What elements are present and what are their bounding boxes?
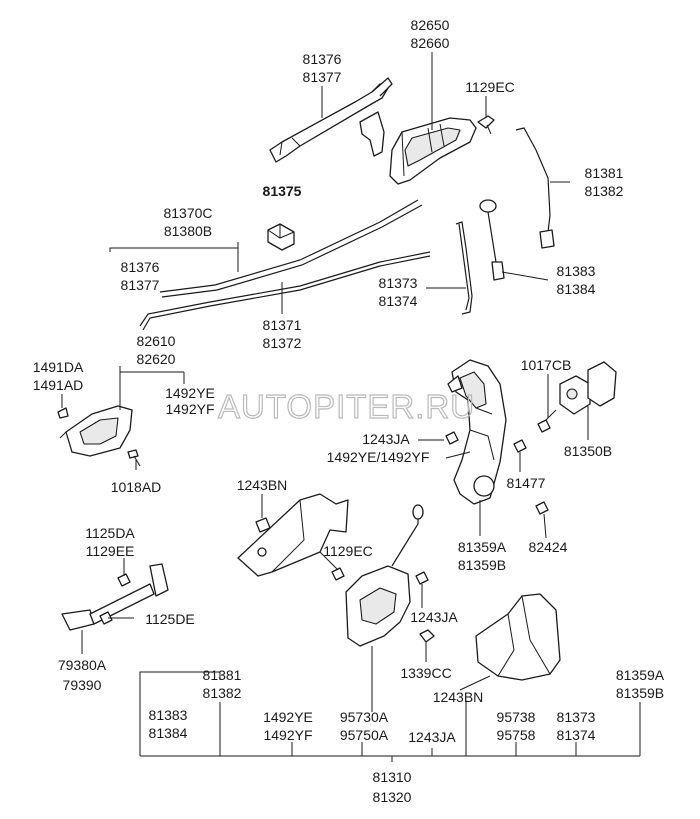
outside-door-handle-part (389, 117, 477, 185)
inside-door-handle-part (59, 405, 133, 457)
label-95750a: 95750A (340, 727, 389, 743)
label-81359b-bottom: 81359B (616, 685, 664, 701)
label-1492ye-1492yf: 1492YE/1492YF (327, 449, 430, 465)
label-81373-mid: 81373 (379, 275, 418, 291)
screw-1243ja-lower-part (415, 571, 429, 585)
label-81375: 81375 (263, 183, 302, 199)
screw-1129ec-top-part (477, 115, 495, 135)
label-1018ad: 1018AD (111, 479, 162, 495)
label-1243ja-bottom: 1243JA (408, 729, 456, 745)
label-95758: 95758 (497, 727, 536, 743)
label-81376-mid: 81376 (121, 259, 160, 275)
label-1339cc: 1339CC (400, 665, 451, 681)
striker-81350b-part (559, 361, 617, 415)
rod-81383-part (479, 199, 505, 281)
label-81374-mid: 81374 (379, 293, 418, 309)
label-81377-mid: 81377 (121, 277, 160, 293)
label-81382-bottom: 81382 (203, 685, 242, 701)
label-81383-right: 81383 (557, 263, 596, 279)
door-latch-assembly-part (447, 359, 507, 505)
label-79380a: 79380A (58, 657, 107, 673)
label-1129ec-mid: 1129EC (323, 543, 373, 559)
outside-handle-rod-part (269, 77, 393, 163)
label-81320: 81320 (373, 789, 412, 805)
label-81370c: 81370C (163, 205, 212, 221)
screw-1491da-part (57, 407, 69, 419)
screw-81477-part (513, 439, 527, 453)
watermark-text: AUTOPITER.RU (218, 388, 475, 425)
label-81371: 81371 (263, 317, 302, 333)
label-81359a-bottom: 81359A (616, 667, 665, 683)
label-81381-right: 81381 (585, 165, 624, 181)
screw-1243ja-mid-part (445, 431, 459, 445)
rod-81381-part (515, 127, 555, 249)
label-1492ye-bottom: 1492YE (263, 709, 313, 725)
label-82424: 82424 (529, 539, 568, 555)
label-1243ja-lower: 1243JA (410, 609, 458, 625)
bracket-1243bn-part (237, 493, 349, 577)
latch-cover-part (475, 593, 561, 681)
label-1243bn-bottom: 1243BN (433, 689, 484, 705)
rod-81373-part (455, 221, 473, 315)
label-1243ja-mid: 1243JA (362, 431, 410, 447)
lock-actuator-part (345, 504, 424, 647)
label-1129ee: 1129EE (86, 543, 135, 559)
screw-1017cb-part (537, 409, 557, 433)
label-82660: 82660 (411, 35, 450, 51)
label-1017cb: 1017CB (521, 357, 572, 373)
label-81376-top: 81376 (303, 51, 342, 67)
label-1243bn-left: 1243BN (237, 477, 288, 493)
label-82650: 82650 (411, 17, 450, 33)
leader-lines (61, 52, 641, 762)
label-81383-bottom: 81383 (149, 707, 188, 723)
label-82610: 82610 (137, 333, 176, 349)
label-81310: 81310 (373, 769, 412, 785)
long-rods-part (139, 199, 431, 331)
label-1492yf-bottom: 1492YF (263, 727, 312, 743)
part-labels: 82650 82660 81376 81377 1129EC 81381 813… (33, 17, 665, 805)
screw-1018ad-part (127, 449, 141, 467)
label-81384-right: 81384 (557, 281, 596, 297)
label-82620: 82620 (137, 351, 176, 367)
door-check-part (61, 563, 169, 631)
label-81380b: 81380B (164, 223, 212, 239)
label-1129ec-top: 1129EC (465, 79, 515, 95)
label-81382-right: 81382 (585, 183, 624, 199)
label-1491da: 1491DA (33, 359, 84, 375)
label-79390: 79390 (63, 677, 102, 693)
label-1492ye: 1492YE (165, 385, 215, 401)
label-95730a: 95730A (340, 709, 389, 725)
label-81377-top: 81377 (303, 69, 342, 85)
clip-81375-part (267, 223, 295, 251)
label-81359b-mid: 81359B (458, 557, 506, 573)
label-1125de: 1125DE (145, 611, 195, 627)
label-81373-bottom: 81373 (557, 709, 596, 725)
label-95738: 95738 (497, 709, 536, 725)
label-81384-bottom: 81384 (149, 725, 188, 741)
screw-82424-part (535, 501, 549, 515)
nut-1339cc-part (419, 629, 435, 643)
label-1492yf: 1492YF (165, 401, 214, 417)
label-81372: 81372 (263, 335, 302, 351)
label-81350b: 81350B (564, 443, 612, 459)
label-81381-bottom: 81381 (203, 667, 242, 683)
label-81359a-mid: 81359A (458, 539, 507, 555)
label-81477: 81477 (507, 475, 546, 491)
label-1491ad: 1491AD (33, 377, 84, 393)
label-81374-bottom: 81374 (557, 727, 596, 743)
label-1125da: 1125DA (85, 525, 135, 541)
